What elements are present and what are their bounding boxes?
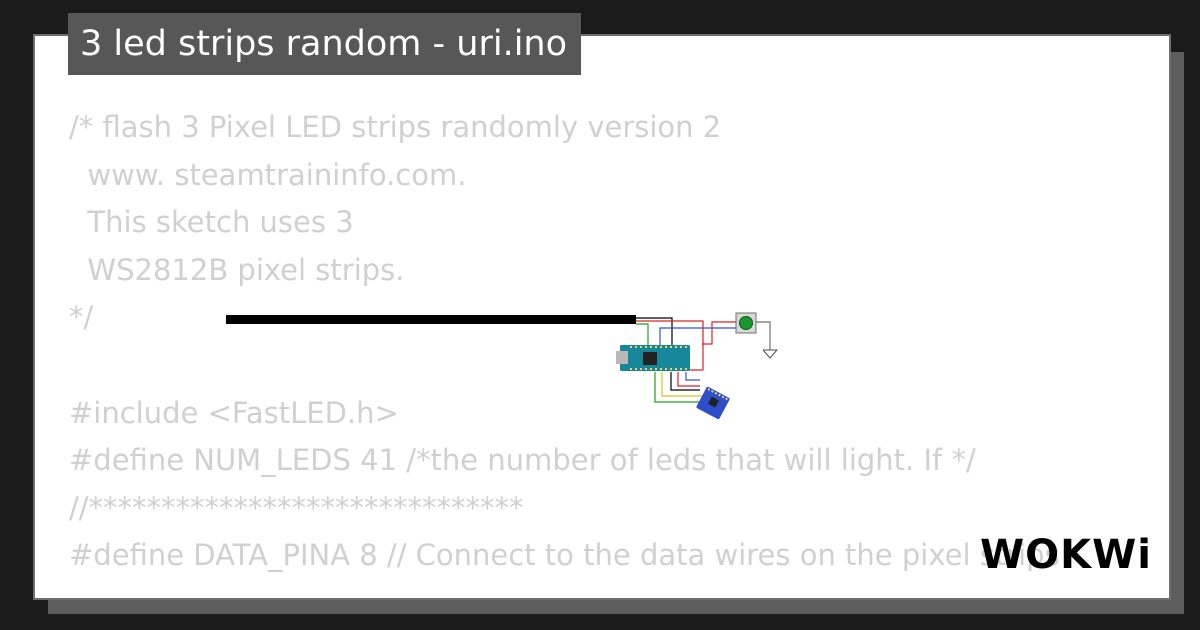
code-card: /* flash 3 Pixel LED strips randomly ver…	[33, 34, 1171, 600]
code-line: #define DATA_PINA 8 // Connect to the da…	[69, 538, 1060, 573]
wokwi-logo: WOKWi	[980, 532, 1150, 578]
wokwi-logo-text: WOKWi	[980, 532, 1150, 578]
code-line: www. steamtraininfo.com.	[69, 157, 467, 192]
code-line: WS2812B pixel strips.	[69, 252, 405, 287]
code-line: /* flash 3 Pixel LED strips randomly ver…	[69, 110, 722, 144]
code-line: #include <FastLED.h>	[69, 395, 399, 430]
code-line	[69, 342, 1060, 390]
project-title: 3 led strips random - uri.ino	[80, 23, 568, 64]
code-block: /* flash 3 Pixel LED strips randomly ver…	[69, 104, 1060, 580]
code-line: //******************************	[69, 490, 524, 525]
code-line: This sketch uses 3	[69, 205, 354, 240]
code-line: #define NUM_LEDS 41 /*the number of leds…	[69, 443, 976, 478]
code-line: */	[69, 300, 94, 335]
project-title-box: 3 led strips random - uri.ino	[68, 13, 582, 75]
